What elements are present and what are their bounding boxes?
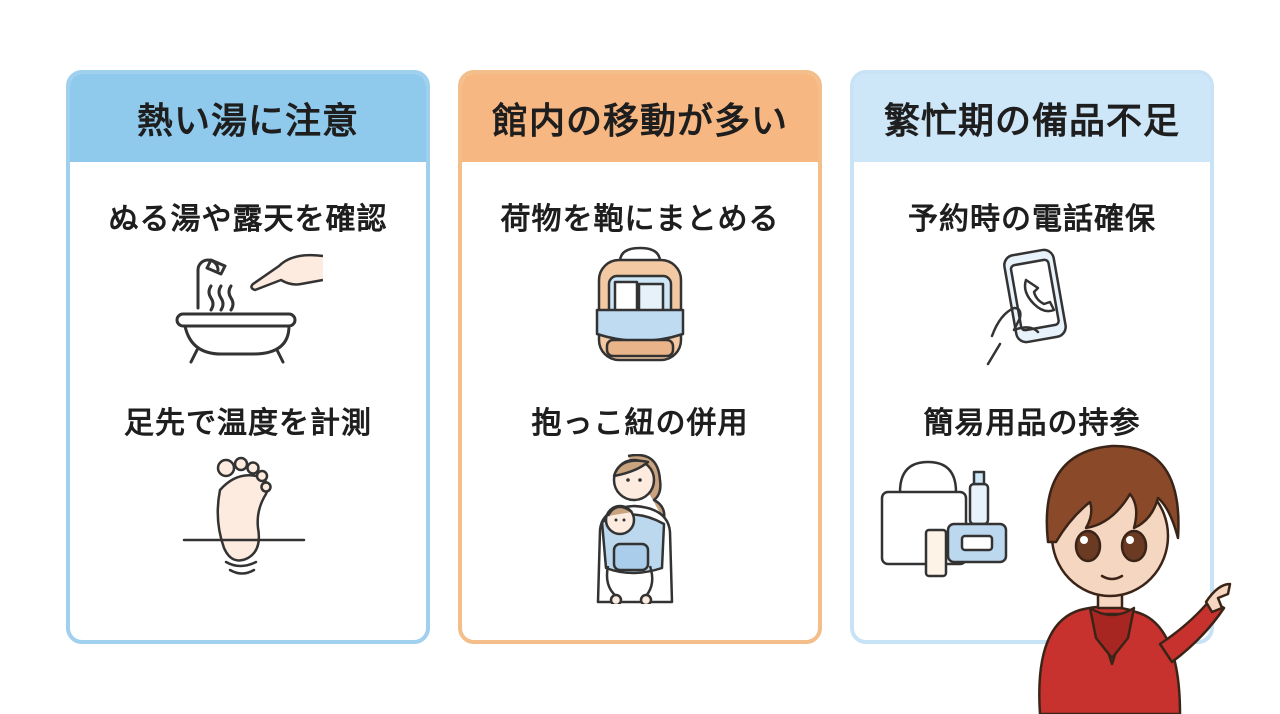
card-title: 館内の移動が多い [462,74,818,162]
item-label: 荷物を鞄にまとめる [500,202,780,237]
baby-carrier-icon [580,453,700,608]
item-label: 足先で温度を計測 [124,406,372,441]
card-hot-water: 熱い湯に注意 ぬる湯や露天を確認 足先で温度を計測 [66,70,430,644]
card-movement: 館内の移動が多い 荷物を鞄にまとめる 抱っこ紐の併用 [458,70,822,644]
bathtub-icon [173,246,324,370]
backpack-icon [585,246,695,370]
item-label: 抱っこ紐の併用 [531,406,749,441]
travel-goods-icon [878,454,1018,588]
card-title: 繁忙期の備品不足 [854,74,1210,162]
item-label: 予約時の電話確保 [908,202,1156,237]
card-supplies: 繁忙期の備品不足 予約時の電話確保 簡易用品の持参 [850,70,1214,644]
item-label: ぬる湯や露天を確認 [108,202,388,237]
phone-call-icon [982,246,1082,380]
character-illustration [1010,430,1240,714]
item-label: 簡易用品の持参 [923,406,1141,441]
card-title: 熱い湯に注意 [70,74,426,162]
foot-icon [178,454,318,588]
